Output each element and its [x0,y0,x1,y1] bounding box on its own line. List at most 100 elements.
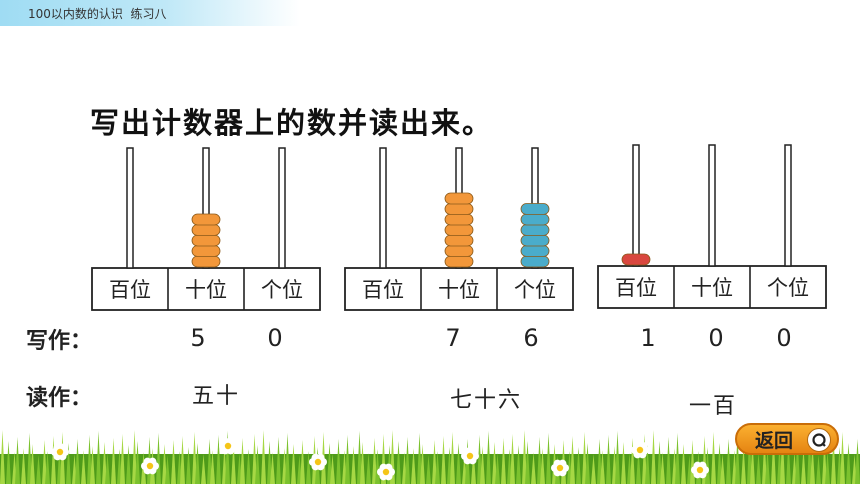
grass-blade [126,445,131,484]
grass-blade [432,440,437,484]
grass-blade [75,439,80,484]
grass-blade [585,443,590,484]
grass-blade [417,433,422,484]
grass-blade [207,439,212,484]
grass-blade [0,430,5,484]
written-digit: 6 [523,324,539,352]
place-label: 十位 [185,278,227,302]
grass-blade [51,436,56,484]
grass-blade [846,443,851,484]
grass-blade [345,435,350,484]
grass-blade [495,453,500,484]
abacus-rod [708,144,716,267]
grass-blade [771,434,776,484]
abacus-bead [520,224,550,236]
grass-blade [492,442,497,484]
place-label: 个位 [514,278,556,302]
grass-blade [171,440,176,484]
grass-blade [225,431,230,484]
abacus-rod [379,147,387,269]
abacus-rod [632,144,640,267]
grass-blade [630,438,635,484]
grass-blade [540,448,545,484]
grass-blade [255,445,260,484]
grass-blade [450,432,455,484]
place-label: 十位 [438,278,480,302]
grass-blade [681,444,686,484]
grass-blade [600,450,605,484]
grass-blade [735,435,740,484]
grass-blade [675,433,680,484]
written-digit: 0 [267,324,283,352]
grass-blade [750,442,755,484]
grass-blade [591,454,596,484]
grass-blade [657,441,662,484]
grass-blade [360,442,365,484]
grass-blade [726,439,731,484]
abacus-bead [444,234,474,247]
grass-blade [780,430,785,484]
place-label: 百位 [109,278,151,302]
grass-blade [582,432,587,484]
abacus-bead [520,213,550,226]
grass-blade [300,440,305,484]
grass-blade [615,431,620,484]
reading-text: 五十 [191,384,241,409]
grass-blade [372,438,377,484]
grass-blade [522,430,527,484]
grass-blade [711,432,716,484]
grass-blade [36,455,41,484]
grass-blade [201,454,206,484]
abacus-bead [444,213,474,226]
back-button-label: 返回 [755,429,794,452]
abacus-bead [520,234,550,247]
abacus-bead [444,224,474,236]
grass-blade [525,441,530,484]
place-label: 十位 [691,276,733,300]
grass-blade [267,441,272,484]
grass-blade [330,454,335,484]
grass-blade [165,455,170,484]
grass-blade [156,433,161,484]
grass-blade [651,430,656,484]
abacus-bead [520,203,550,215]
write-label: 写作： [26,329,93,354]
grass-blade [606,435,611,484]
grass-blade [285,433,290,484]
place-box [597,265,827,309]
place-label: 个位 [261,278,303,302]
grass-blade [831,436,836,484]
reading-text: 一百 [688,394,738,419]
place-label: 百位 [615,276,657,300]
grass-blade [717,443,722,484]
grass-blade [420,444,425,484]
grass-blade [720,454,725,484]
written-digit: 0 [776,324,792,352]
search-icon [807,428,831,452]
grass-blade [840,432,845,484]
grass-blade [810,444,815,484]
flower-center [314,458,322,466]
grass-blade [120,434,125,484]
place-label: 百位 [362,278,404,302]
grass-blade [642,434,647,484]
abacus-bead [191,234,221,247]
grass-blade [795,437,800,484]
abacus-rod [202,147,210,269]
grass-blade [291,444,296,484]
back-button[interactable]: 返回 [735,423,839,455]
grass-blade [435,451,440,484]
grass-blade [132,430,137,484]
grass-blade [180,436,185,484]
flower-center [146,462,154,470]
grass-blade [27,433,32,484]
grass-blade [441,436,446,484]
abacus-bead [191,245,221,257]
reading-text: 七十六 [449,388,523,413]
grass-blade [546,433,551,484]
abacus-bead [520,245,550,257]
grass-blade [636,449,641,484]
grass-blade [366,453,371,484]
grass-blade [81,450,86,484]
